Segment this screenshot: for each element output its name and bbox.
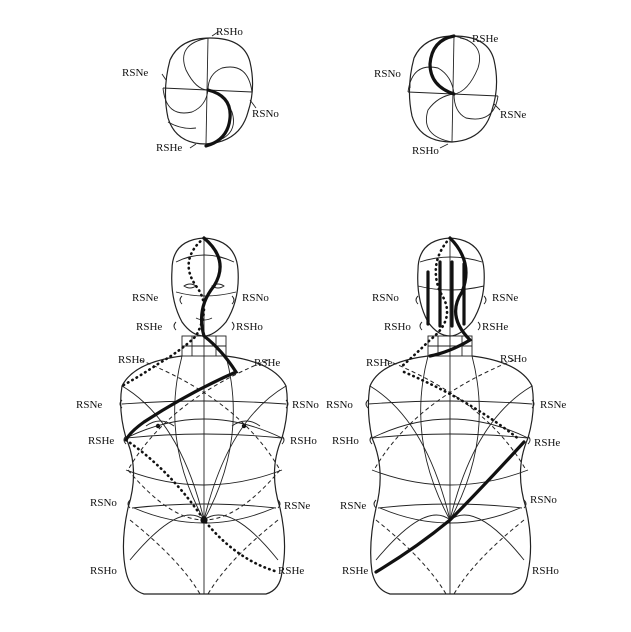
- label-body-right-head-l: RSNo: [372, 292, 399, 304]
- label-body-left-head-r: RSNo: [242, 292, 269, 304]
- label-body-left-waist-r: RSNe: [284, 500, 310, 512]
- label-top-right-bottom: RSHo: [412, 145, 439, 157]
- label-top-left-right: RSNo: [252, 108, 279, 120]
- label-body-right-shoulder-l: RSHe: [366, 357, 392, 369]
- body-figure-right: RSNo RSNe RSHo RSHe RSHe RSHo RSNo RSNe …: [326, 236, 566, 595]
- label-top-left-bottom: RSHe: [156, 142, 182, 154]
- label-body-right-shoulder-r: RSHo: [500, 353, 527, 365]
- label-top-left-left: RSNe: [122, 67, 148, 79]
- label-body-left-shoulder-r: RSHe: [254, 357, 280, 369]
- label-top-right-top: RSHe: [472, 33, 498, 45]
- label-body-right-waist-r: RSNo: [530, 494, 557, 506]
- label-body-left-head-l: RSNe: [132, 292, 158, 304]
- label-body-left-jaw-l: RSHe: [136, 321, 162, 333]
- label-body-right-breast-l: RSHo: [332, 435, 359, 447]
- head-schematic-left: RSHo RSNe RSNo RSHe: [122, 26, 279, 154]
- body-figure-left: RSNe RSNo RSHe RSHo RSHo RSHe RSNe RSNo …: [76, 236, 319, 595]
- label-top-right-right: RSNe: [500, 109, 526, 121]
- label-body-left-waist-l: RSNo: [90, 497, 117, 509]
- label-body-left-chest-r: RSNo: [292, 399, 319, 411]
- label-body-right-hip-r: RSHo: [532, 565, 559, 577]
- label-body-left-breast-r: RSHo: [290, 435, 317, 447]
- label-body-left-hip-r: RSHe: [278, 565, 304, 577]
- label-body-right-breast-r: RSHe: [534, 437, 560, 449]
- label-body-right-waist-l: RSNe: [340, 500, 366, 512]
- label-body-right-hip-l: RSHe: [342, 565, 368, 577]
- label-body-left-shoulder-l: RSHo: [118, 354, 145, 366]
- label-body-left-breast-l: RSHe: [88, 435, 114, 447]
- label-body-left-hip-l: RSHo: [90, 565, 117, 577]
- label-top-left-top: RSHo: [216, 26, 243, 38]
- label-body-right-head-r: RSNe: [492, 292, 518, 304]
- label-body-right-jaw-l: RSHo: [384, 321, 411, 333]
- label-body-right-chest-l: RSNo: [326, 399, 353, 411]
- label-top-right-left: RSNo: [374, 68, 401, 80]
- label-body-left-jaw-r: RSHo: [236, 321, 263, 333]
- head-schematic-right: RSHe RSNo RSNe RSHo: [374, 33, 526, 157]
- label-body-right-jaw-r: RSHe: [482, 321, 508, 333]
- label-body-right-chest-r: RSNe: [540, 399, 566, 411]
- label-body-left-chest-l: RSNe: [76, 399, 102, 411]
